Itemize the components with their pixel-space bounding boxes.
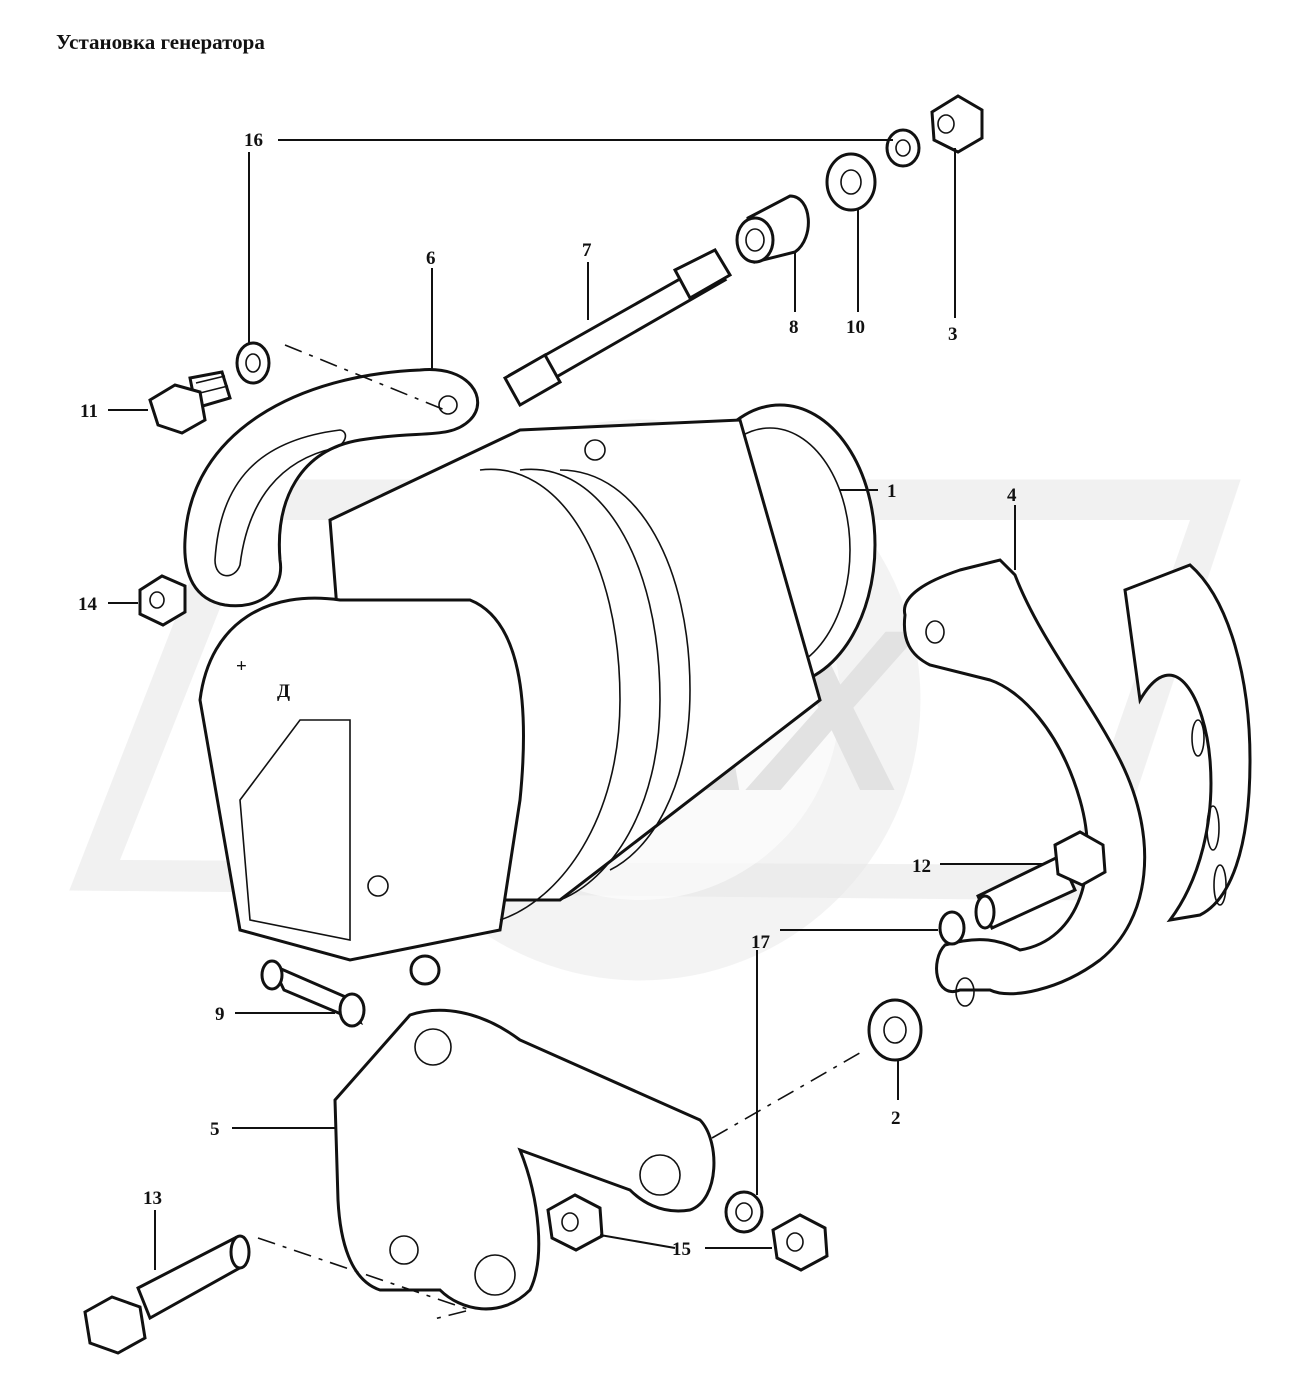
callout-11: 11 <box>80 401 98 422</box>
bushing-part-8 <box>735 194 810 264</box>
terminal-plus-mark: + <box>236 656 247 677</box>
stud-part-7 <box>502 248 733 408</box>
nut-part-14 <box>138 574 187 627</box>
callout-10: 10 <box>846 317 865 338</box>
callout-9: 9 <box>215 1004 225 1025</box>
bracket-part-5 <box>333 1008 716 1311</box>
washer-part-10 <box>825 152 877 212</box>
bolt-part-12 <box>974 830 1107 930</box>
spring-washer-part-16-left <box>235 341 271 385</box>
spring-washer-part-17-lower <box>724 1190 764 1234</box>
spring-washer-part-16-right <box>885 128 921 168</box>
bolt-part-11 <box>148 370 232 435</box>
callout-1: 1 <box>887 481 897 502</box>
nut-part-15-left <box>546 1193 604 1252</box>
callout-2: 2 <box>891 1108 901 1129</box>
nut-part-3 <box>930 94 984 154</box>
nut-part-15-right <box>771 1213 829 1272</box>
callout-14: 14 <box>78 594 98 615</box>
callout-3: 3 <box>948 324 958 345</box>
callout-13: 13 <box>143 1188 162 1209</box>
stud-part-9 <box>260 959 366 1028</box>
callout-6: 6 <box>426 248 436 269</box>
callout-5: 5 <box>210 1119 220 1140</box>
callout-7: 7 <box>582 240 592 261</box>
callout-15: 15 <box>672 1239 691 1260</box>
alternator-part-1 <box>198 403 877 986</box>
callout-numbers: 1 2 3 4 5 6 7 8 9 10 11 12 13 14 15 16 1… <box>78 130 1017 1260</box>
callout-12: 12 <box>912 856 931 877</box>
callout-4: 4 <box>1007 485 1017 506</box>
callout-16: 16 <box>244 130 263 151</box>
bracket-part-4 <box>902 558 1252 1007</box>
diagram-title: Установка генератора <box>56 30 265 54</box>
leader-lines <box>108 139 1045 1270</box>
terminal-d-mark: Д <box>277 681 290 702</box>
washer-part-2 <box>867 998 923 1062</box>
bolt-part-13 <box>83 1234 251 1355</box>
adjusting-strap-part-6 <box>183 368 480 608</box>
callout-17: 17 <box>751 932 771 953</box>
callout-8: 8 <box>789 317 799 338</box>
spring-washer-part-17-upper <box>938 910 966 946</box>
alignment-lines <box>257 344 866 1321</box>
